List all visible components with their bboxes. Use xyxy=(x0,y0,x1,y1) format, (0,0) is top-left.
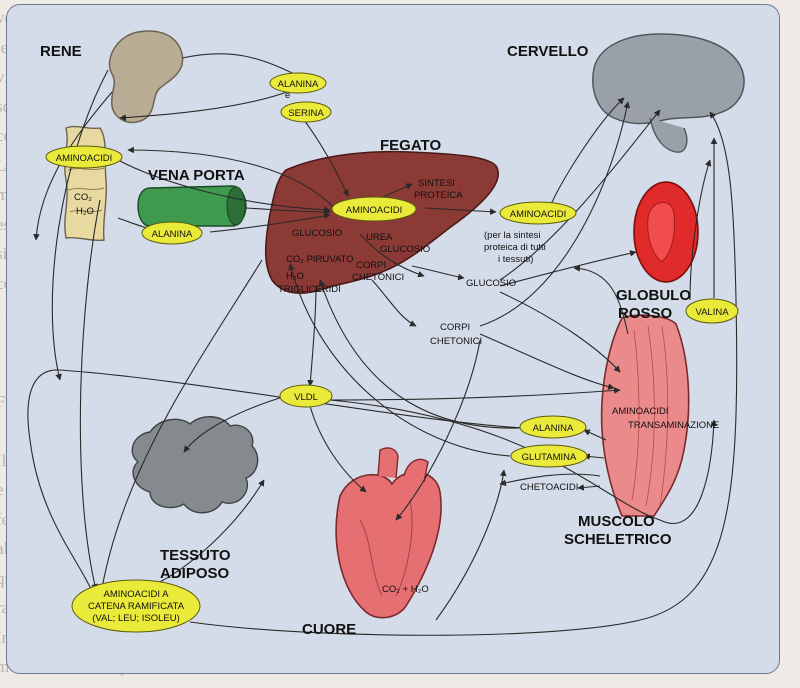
muscle-striations xyxy=(631,325,669,507)
portal-vein-shape xyxy=(137,185,247,227)
label-proteica: PROTEICA xyxy=(414,190,463,201)
label-h2o: H₂O xyxy=(286,271,304,282)
pill-aminoacidi-fegato: AMINOACIDI xyxy=(331,196,417,222)
label-chetoacidi: CHETOACIDI xyxy=(520,482,578,493)
conjunction-e: e xyxy=(285,90,290,101)
label-chetonici: CHETONICI xyxy=(352,272,404,283)
pill-serina: SERINA xyxy=(280,101,332,123)
svg-text:VALINA: VALINA xyxy=(695,307,729,318)
label-sintesi: SINTESI xyxy=(418,178,455,189)
pill-vldl: VLDL xyxy=(279,384,333,408)
kidney-shape xyxy=(108,30,184,124)
label-adiposo: ADIPOSO xyxy=(160,565,230,582)
label-corpi-out: CORPI xyxy=(440,322,470,333)
pill-glutamina: GLUTAMINA xyxy=(510,444,588,468)
flow-arrows xyxy=(27,53,738,636)
label-scheletrico: SCHELETRICO xyxy=(564,531,672,548)
skeletal-muscle-shape xyxy=(600,314,690,517)
label-per-la-sintesi: (per la sintesi xyxy=(484,230,541,241)
red-blood-cell-shape xyxy=(633,181,699,283)
svg-text:VLDL: VLDL xyxy=(294,392,318,403)
label-cervello: CERVELLO xyxy=(507,43,589,60)
label-globulo: GLOBULO xyxy=(616,287,691,304)
label-aminoacidi-muscolo: AMINOACIDI xyxy=(612,406,668,417)
svg-text:ALANINA: ALANINA xyxy=(278,79,319,90)
label-co2-intestino: CO₂ xyxy=(74,192,92,203)
pill-alanina-rene: ALANINA xyxy=(269,72,327,94)
label-fegato: FEGATO xyxy=(380,137,441,154)
label-glucosio-out: GLUCOSIO xyxy=(466,278,516,289)
label-h2o-intestino: H₂O xyxy=(76,206,94,217)
pill-aminoacidi-out: AMINOACIDI xyxy=(499,201,577,225)
label-corpi: CORPI xyxy=(356,260,386,271)
label-co2-h2o-cuore: CO₂ + H₂O xyxy=(382,584,429,595)
svg-text:(VAL; LEU; ISOLEU): (VAL; LEU; ISOLEU) xyxy=(92,613,179,624)
adipose-tissue-shape xyxy=(131,416,259,514)
svg-text:ALANINA: ALANINA xyxy=(533,423,574,434)
svg-text:CATENA RAMIFICATA: CATENA RAMIFICATA xyxy=(88,601,185,612)
pill-alanina-intestino: ALANINA xyxy=(141,221,203,245)
label-co2-piruvato: CO₂ PIRUVATO xyxy=(286,254,354,265)
label-transaminazione: TRANSAMINAZIONE xyxy=(628,420,719,431)
intestine-shape xyxy=(64,125,108,242)
svg-text:SERINA: SERINA xyxy=(288,108,324,119)
label-glucosio-fegato: GLUCOSIO xyxy=(292,228,342,239)
pill-alanina-muscolo: ALANINA xyxy=(519,415,587,439)
label-rene: RENE xyxy=(40,43,82,60)
pill-aminoacidi-intestino: AMINOACIDI xyxy=(45,145,123,169)
svg-text:GLUTAMINA: GLUTAMINA xyxy=(522,452,577,463)
brain-shape xyxy=(592,33,745,153)
svg-text:ALANINA: ALANINA xyxy=(152,229,193,240)
label-urea: UREA xyxy=(366,232,393,243)
label-cuore: CUORE xyxy=(302,621,356,638)
svg-text:AMINOACIDI A: AMINOACIDI A xyxy=(104,589,170,600)
label-chetonici-out: CHETONICI xyxy=(430,336,482,347)
svg-text:AMINOACIDI: AMINOACIDI xyxy=(510,209,566,220)
label-rosso: ROSSO xyxy=(618,305,673,322)
label-tessuto: TESSUTO xyxy=(160,547,231,564)
liver-shape xyxy=(264,150,499,294)
label-vena-porta: VENA PORTA xyxy=(148,167,245,184)
label-i-tessuti: i tessuti) xyxy=(498,254,533,265)
pill-valina: VALINA xyxy=(685,298,739,324)
label-glucosio-2: GLUCOSIO xyxy=(380,244,430,255)
label-proteica-di-tutti: proteica di tutti xyxy=(484,242,546,253)
svg-text:AMINOACIDI: AMINOACIDI xyxy=(346,205,402,216)
label-trigliceridi: TRIGLICERIDI xyxy=(278,284,341,295)
pill-aminoacidi-ramificati: AMINOACIDI A CATENA RAMIFICATA (VAL; LEU… xyxy=(71,579,201,633)
heart-shape xyxy=(335,447,442,619)
svg-text:AMINOACIDI: AMINOACIDI xyxy=(56,153,112,164)
label-muscolo: MUSCOLO xyxy=(578,513,655,530)
